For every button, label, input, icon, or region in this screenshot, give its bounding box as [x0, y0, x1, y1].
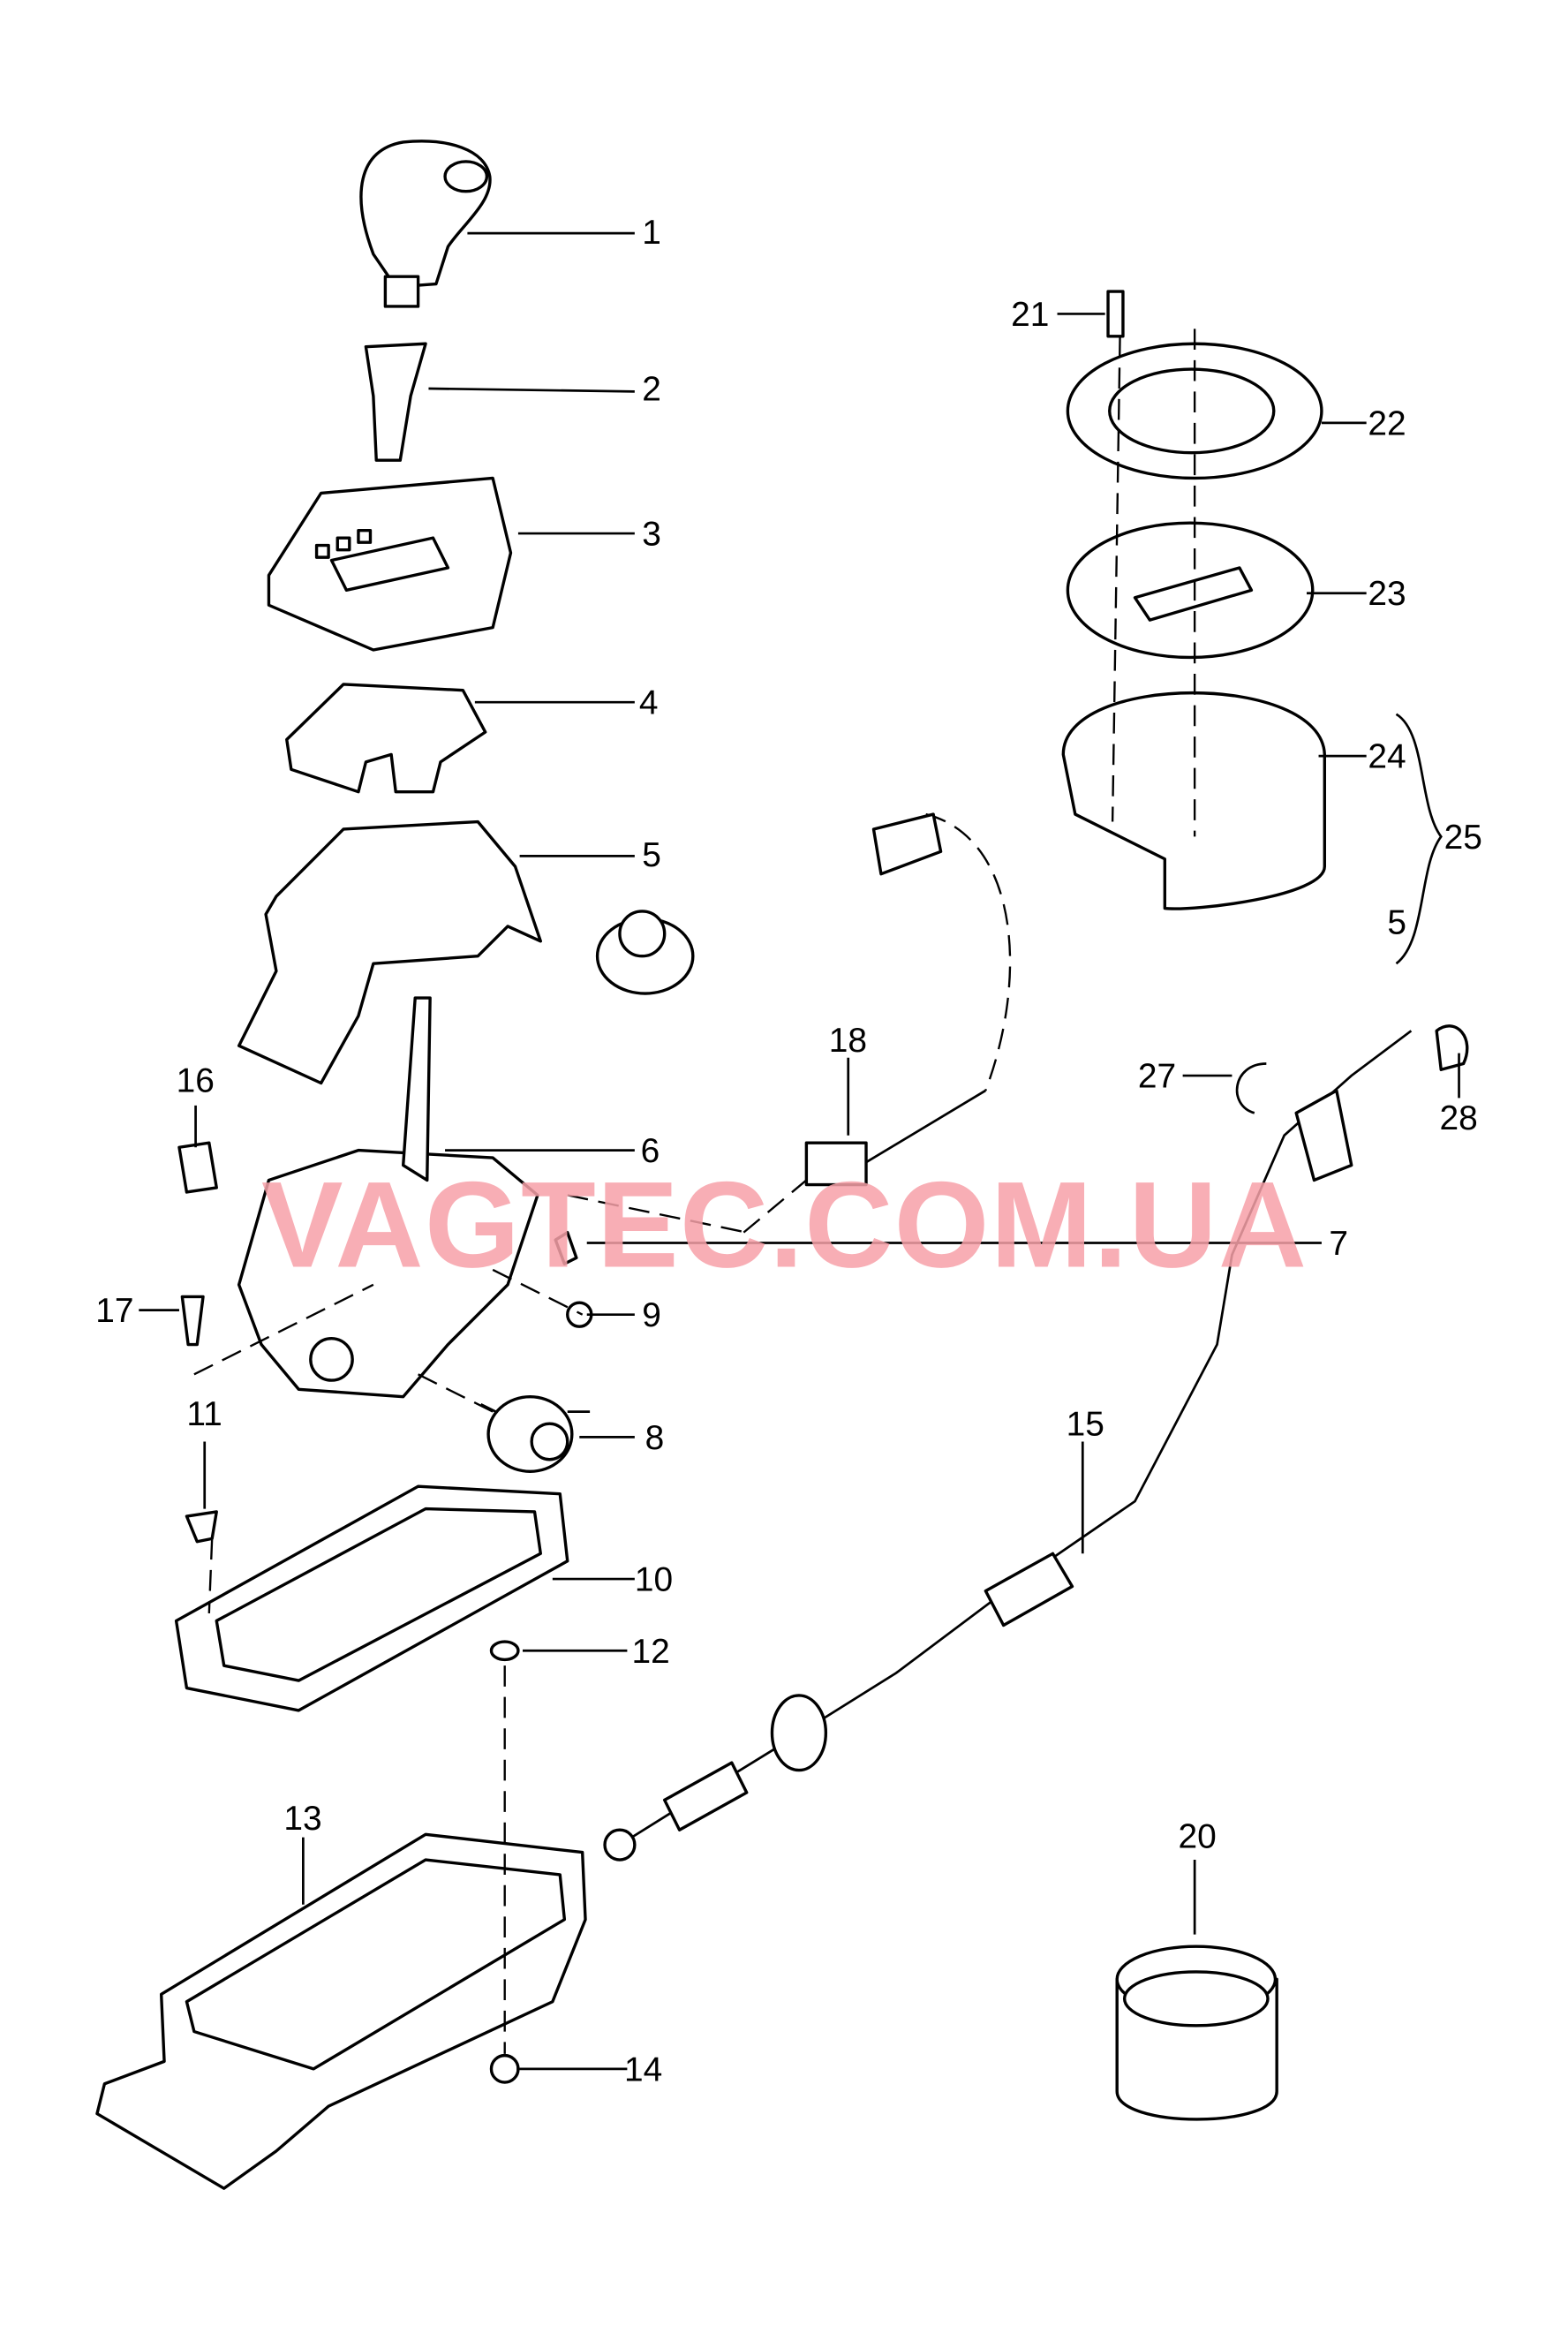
callout-18: 18 — [829, 1022, 867, 1060]
callout-21: 21 — [1011, 296, 1049, 334]
part-selector-mechanism — [237, 996, 539, 1399]
callout-23: 23 — [1368, 575, 1406, 613]
callout-12: 12 — [631, 1633, 669, 1671]
part-sleeve-20 — [1115, 1945, 1278, 2121]
part-selector-knob — [359, 140, 492, 308]
callout-9: 9 — [642, 1296, 661, 1334]
callout-20: 20 — [1179, 1818, 1217, 1856]
part-bolt-17 — [180, 1295, 205, 1347]
part-clip-11 — [185, 1510, 218, 1544]
callout-4: 4 — [639, 684, 659, 722]
leader-lines — [139, 231, 1460, 2071]
callout-7: 7 — [1329, 1225, 1348, 1263]
part-connector-16 — [177, 1141, 218, 1194]
part-indicator-plate — [285, 683, 487, 794]
part-housing-cover — [237, 819, 542, 1085]
callout-2: 2 — [642, 371, 661, 409]
callout-8: 8 — [645, 1419, 665, 1457]
callout-24: 24 — [1368, 738, 1406, 776]
part-base — [95, 1832, 587, 2190]
callout-13: 13 — [283, 1800, 321, 1838]
callout-1: 1 — [642, 214, 661, 252]
callout-22: 22 — [1368, 404, 1406, 442]
callout-labels: 1 2 3 4 5 6 7 8 9 10 11 12 13 14 15 16 1… — [95, 214, 1482, 2088]
callout-25: 25 — [1444, 819, 1482, 857]
part-solenoid — [480, 1395, 591, 1473]
callout-16: 16 — [177, 1062, 215, 1100]
callout-3: 3 — [642, 516, 661, 554]
callout-17: 17 — [95, 1292, 133, 1330]
part-frame — [174, 1484, 569, 1712]
part-bushing-28 — [1435, 1024, 1469, 1071]
callout-5: 5 — [642, 836, 661, 874]
part-ring-assembly — [1061, 290, 1326, 910]
part-sleeve — [364, 342, 427, 462]
part-lock-cable — [595, 812, 1012, 1187]
watermark: VAGTEC.COM.UA — [261, 1157, 1307, 1294]
part-washer — [489, 1640, 520, 1662]
callout-27: 27 — [1138, 1058, 1176, 1096]
part-nut-14 — [489, 2053, 520, 2084]
callout-6: 6 — [641, 1132, 660, 1170]
part-selector-cable — [603, 1030, 1413, 1862]
callout-11: 11 — [186, 1395, 222, 1433]
callout-5-kit: 5 — [1387, 903, 1406, 941]
callout-10: 10 — [635, 1561, 673, 1599]
callout-28: 28 — [1440, 1099, 1478, 1137]
part-clip — [554, 1230, 578, 1265]
callout-15: 15 — [1067, 1406, 1104, 1444]
part-cover-trim — [267, 476, 513, 652]
part-circlip — [1235, 1062, 1267, 1114]
callout-14: 14 — [624, 2050, 662, 2088]
